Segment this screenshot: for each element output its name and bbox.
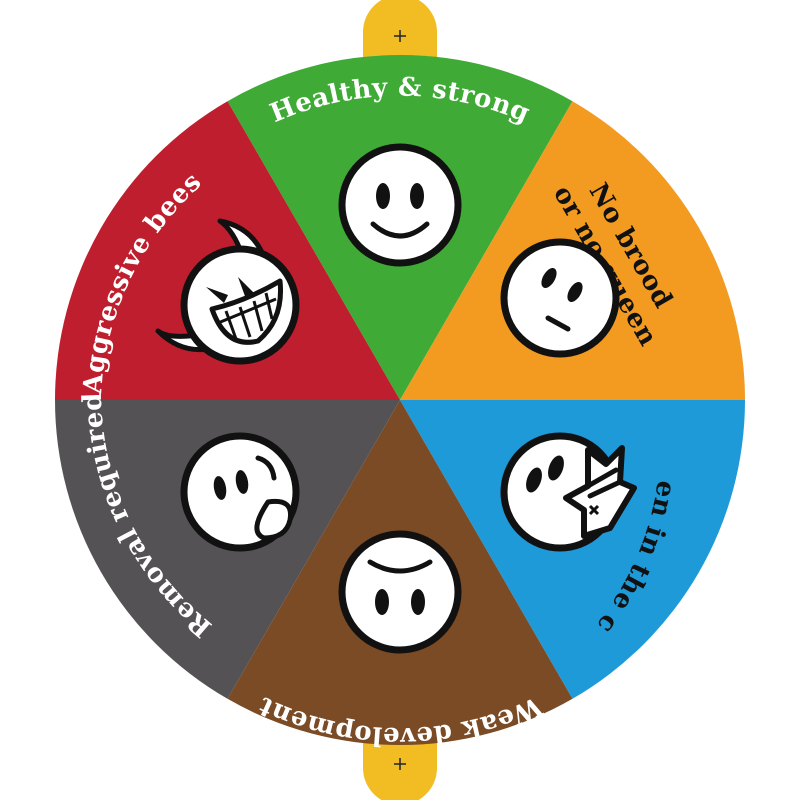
crown-icon xyxy=(563,445,637,539)
neutral-face-icon xyxy=(500,238,620,358)
bottom-tab[interactable] xyxy=(363,738,437,800)
frowning-face-icon xyxy=(338,530,462,654)
crowned-face-icon xyxy=(500,432,637,552)
sick-face-icon xyxy=(180,432,300,552)
smiling-face-icon xyxy=(338,143,462,267)
devil-face-icon xyxy=(155,218,300,365)
top-tab[interactable] xyxy=(363,0,437,62)
